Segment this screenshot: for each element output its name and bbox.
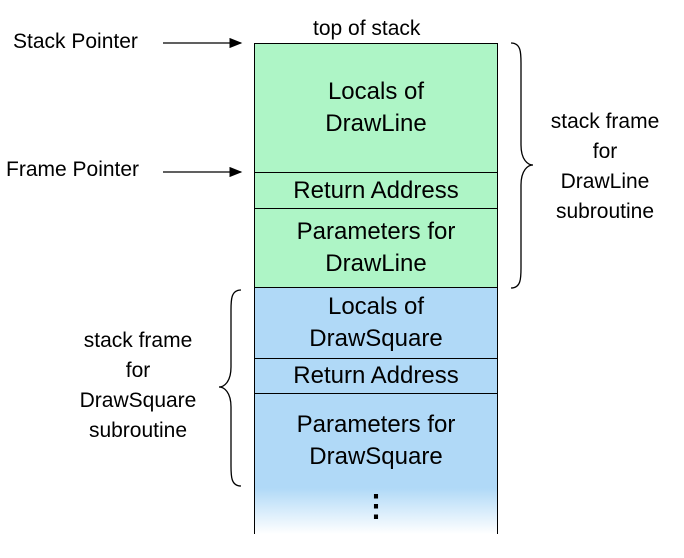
parameters-drawsquare-cell: Parameters for DrawSquare bbox=[254, 393, 498, 489]
drawsquare-frame-label-line3: DrawSquare bbox=[79, 389, 197, 412]
locals-drawline-line2: DrawLine bbox=[325, 110, 427, 137]
parameters-drawsquare-line1: Parameters for bbox=[296, 411, 456, 438]
locals-drawsquare-line2: DrawSquare bbox=[309, 325, 443, 352]
return-address-drawsquare-cell: Return Address bbox=[254, 358, 498, 394]
locals-drawline-line1: Locals of bbox=[327, 78, 425, 105]
top-of-stack-label: top of stack bbox=[313, 17, 421, 40]
drawline-frame-label: stack frame for DrawLine subroutine bbox=[535, 107, 675, 227]
parameters-drawsquare-line2: DrawSquare bbox=[309, 443, 443, 470]
parameters-drawline-line2: DrawLine bbox=[325, 250, 427, 277]
continuation-cell: ⋮ bbox=[254, 488, 498, 534]
drawsquare-frame-label: stack frame for DrawSquare subroutine bbox=[58, 326, 218, 446]
locals-drawsquare-line1: Locals of bbox=[327, 293, 425, 320]
stack-pointer-label: Stack Pointer bbox=[13, 30, 138, 53]
drawsquare-frame-label-line4: subroutine bbox=[88, 419, 188, 442]
locals-drawsquare-cell: Locals of DrawSquare bbox=[254, 287, 498, 359]
parameters-drawline-cell: Parameters for DrawLine bbox=[254, 208, 498, 288]
drawsquare-frame-brace bbox=[218, 289, 242, 487]
locals-drawline-cell: Locals of DrawLine bbox=[254, 43, 498, 173]
drawline-frame-label-line3: DrawLine bbox=[560, 170, 650, 193]
frame-pointer-label: Frame Pointer bbox=[6, 158, 140, 181]
return-address-drawline-text: Return Address bbox=[293, 176, 459, 204]
drawline-frame-brace bbox=[510, 42, 534, 289]
drawline-frame-label-line2: for bbox=[592, 140, 618, 163]
drawline-frame-label-line1: stack frame bbox=[550, 110, 660, 133]
return-address-drawline-cell: Return Address bbox=[254, 172, 498, 209]
vertical-ellipsis-icon: ⋮ bbox=[361, 490, 391, 523]
parameters-drawline-line1: Parameters for bbox=[296, 218, 456, 245]
drawsquare-frame-label-line1: stack frame bbox=[83, 329, 193, 352]
drawsquare-frame-label-line2: for bbox=[125, 359, 151, 382]
return-address-drawsquare-text: Return Address bbox=[293, 362, 459, 389]
drawline-frame-label-line4: subroutine bbox=[555, 200, 655, 223]
